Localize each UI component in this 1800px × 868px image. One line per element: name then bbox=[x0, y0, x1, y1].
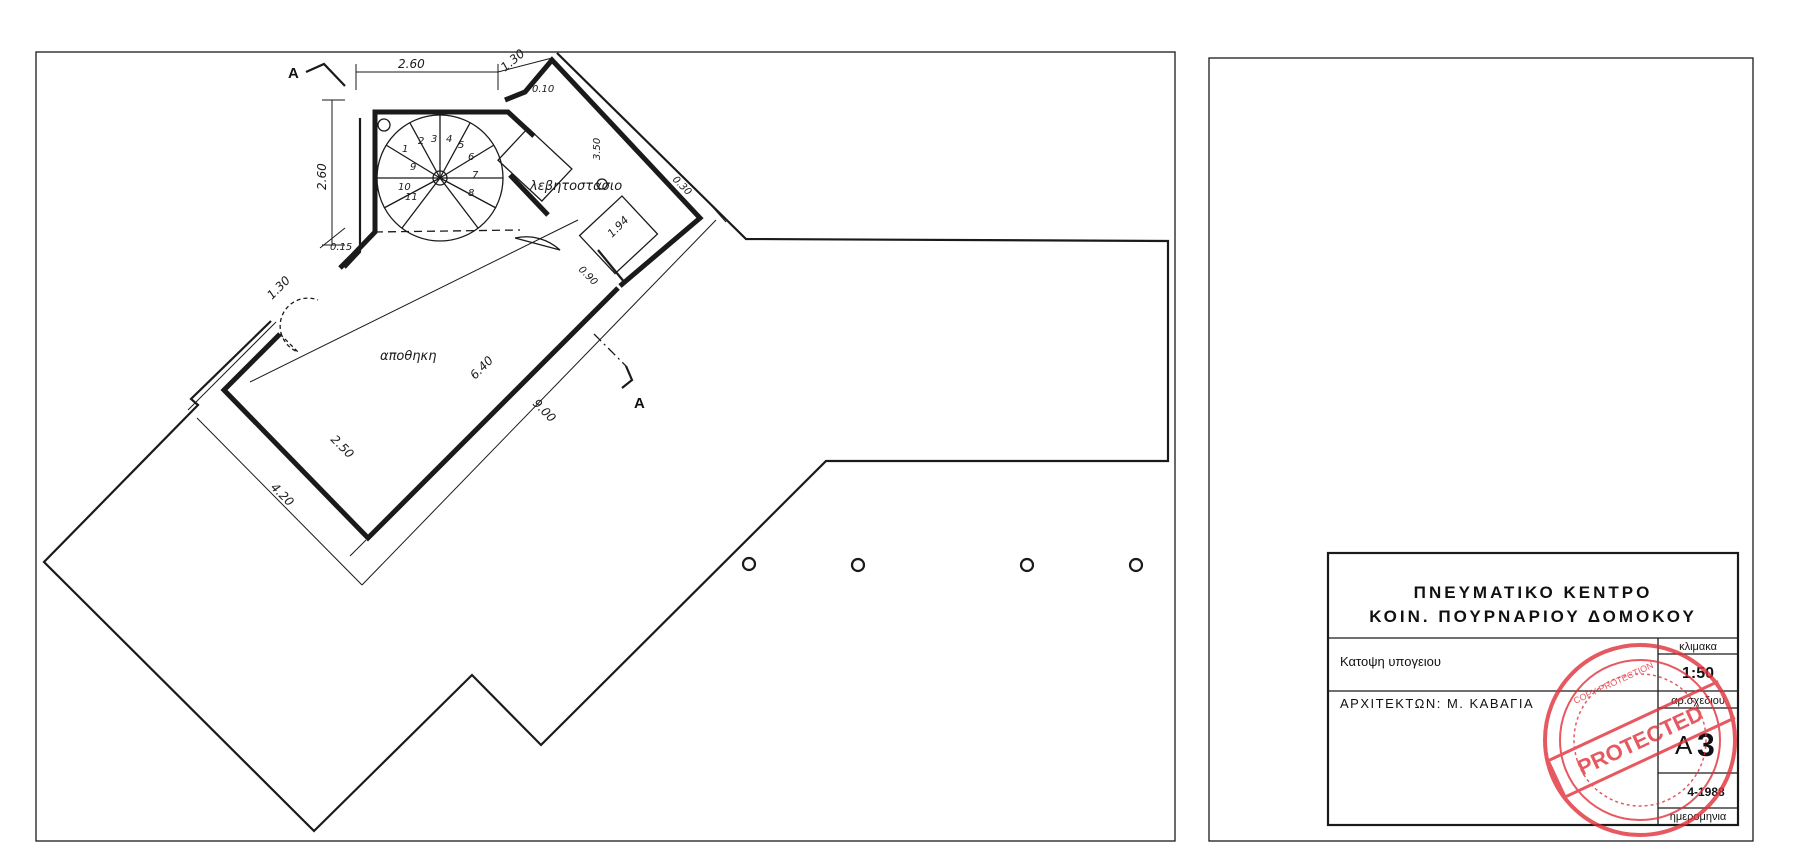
dimension-lines bbox=[187, 57, 727, 586]
step-9: 9 bbox=[410, 162, 416, 173]
plan-frame bbox=[35, 51, 1176, 842]
stair-separation-line bbox=[374, 229, 521, 233]
dim-3-50: 3.50 bbox=[592, 138, 603, 160]
dim-1-94: 1.94 bbox=[605, 214, 632, 241]
title-block: ΠΝΕΥΜΑΤΙΚΟ ΚΕΝΤΡΟ ΚΟΙΝ. ΠΟΥΡΝΑΡΙΟΥ ΔΟΜΟΚ… bbox=[1326, 551, 1740, 827]
storage-wall-upper bbox=[338, 109, 536, 270]
step-1: 1 bbox=[402, 144, 408, 155]
dim-2-60-top: 2.60 bbox=[398, 57, 425, 71]
project-title-line2: ΚΟΙΝ. ΠΟΥΡΝΑΡΙΟΥ ΔΟΜΟΚΟΥ bbox=[1369, 607, 1697, 626]
spiral-stair bbox=[376, 114, 504, 242]
building-outline bbox=[42, 52, 1170, 833]
dim-0-90: 0.90 bbox=[576, 264, 600, 288]
column-4 bbox=[1128, 557, 1144, 573]
section-marker-bottom: A bbox=[593, 333, 645, 412]
room-label-boiler: λεβητοστασιο bbox=[529, 179, 622, 194]
flue-circle bbox=[596, 178, 608, 190]
section-marker-top: A bbox=[288, 62, 346, 87]
entry-door-swing bbox=[279, 297, 319, 353]
architect-name: ΑΡΧΙΤΕΚΤΩΝ: Μ. ΚΑΒΑΓΙΑ bbox=[1340, 696, 1534, 711]
stair-step-numbers: 1 2 3 4 5 6 7 8 9 10 11 bbox=[398, 134, 479, 203]
dim-1-30: 1.30 bbox=[498, 46, 528, 74]
boiler-inner-wall bbox=[597, 249, 626, 284]
boiler-unit bbox=[497, 127, 573, 203]
stair-wall-inner bbox=[344, 118, 362, 269]
boiler-door-swing bbox=[514, 236, 561, 251]
step-6: 6 bbox=[468, 152, 474, 163]
step-11: 11 bbox=[405, 192, 418, 203]
step-5: 5 bbox=[458, 140, 464, 151]
dim-2-60-side: 2.60 bbox=[315, 163, 329, 190]
step-7: 7 bbox=[472, 170, 479, 181]
column-2 bbox=[850, 557, 866, 573]
column-1 bbox=[741, 556, 757, 572]
dim-9-00: 9.00 bbox=[530, 396, 559, 425]
project-title-line1: ΠΝΕΥΜΑΤΙΚΟ ΚΕΝΤΡΟ bbox=[1414, 583, 1653, 602]
step-10: 10 bbox=[398, 182, 411, 193]
step-2: 2 bbox=[418, 136, 424, 147]
dim-0-10: 0.10 bbox=[532, 84, 554, 95]
dim-0-15: 0.15 bbox=[330, 242, 352, 253]
scale-label: κλιμακα bbox=[1679, 641, 1718, 653]
title-sheet-frame bbox=[1208, 57, 1754, 842]
column-3 bbox=[1019, 557, 1035, 573]
boiler-room-outer-wall bbox=[504, 56, 704, 288]
sheet-prefix: Α bbox=[1675, 730, 1693, 760]
storage-boiler-partition bbox=[508, 173, 550, 217]
section-letter-bottom: A bbox=[634, 395, 645, 412]
storage-wall-lower bbox=[220, 286, 620, 542]
dim-1-30-left: 1.30 bbox=[264, 273, 293, 302]
step-8: 8 bbox=[468, 188, 474, 199]
step-4: 4 bbox=[446, 134, 452, 145]
section-letter-top: A bbox=[288, 65, 299, 82]
dim-6-40: 6.40 bbox=[467, 353, 496, 382]
drawing-title: Κατοψη υπογειου bbox=[1340, 654, 1441, 669]
sheet-number: 3 bbox=[1697, 727, 1715, 763]
oil-tank bbox=[578, 195, 659, 275]
step-3: 3 bbox=[431, 134, 437, 145]
dim-2-50: 2.50 bbox=[328, 432, 357, 461]
protected-stamp: PROTECTED COPY PROTECTION bbox=[1543, 643, 1737, 837]
room-label-storage: αποθηκη bbox=[380, 349, 436, 364]
